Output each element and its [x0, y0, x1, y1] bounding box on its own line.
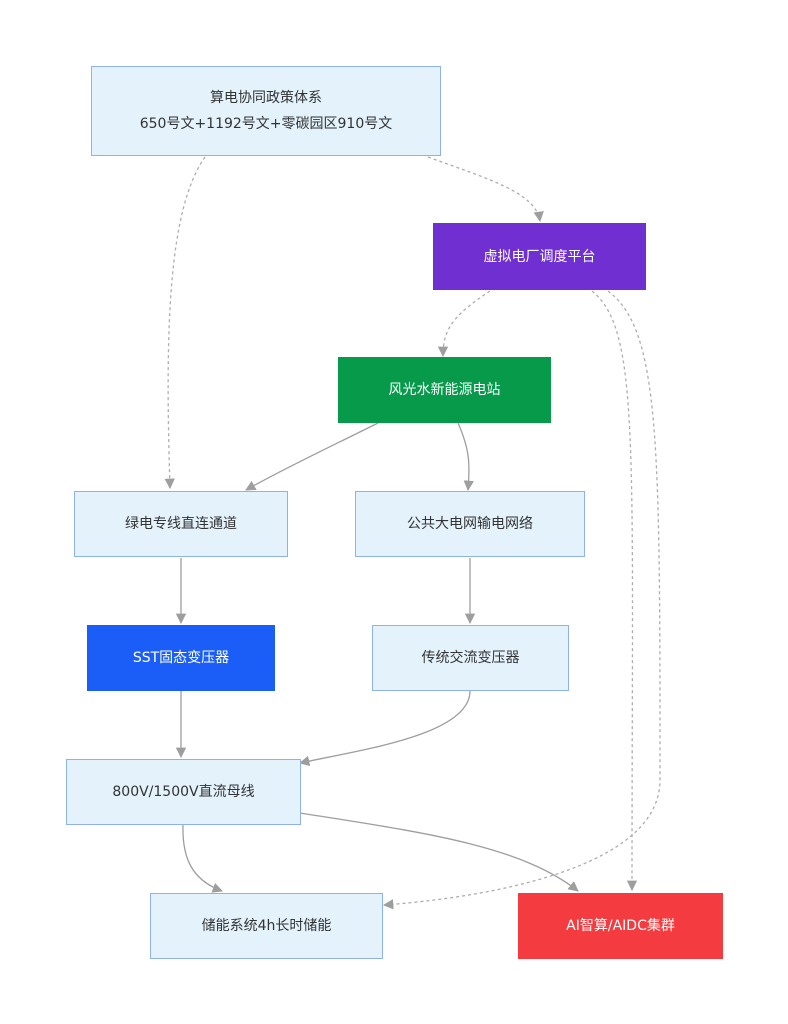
node-traditional-transformer-label: 传统交流变压器 [421, 650, 520, 666]
node-sst-label: SST固态变压器 [132, 650, 230, 666]
node-renewable-label: 风光水新能源电站 [388, 382, 501, 398]
node-policy-title: 算电协同政策体系 [210, 90, 322, 106]
node-dc-bus: 800V/1500V直流母线 [66, 759, 301, 825]
edge-policy-to-green-line [164, 156, 206, 490]
node-public-grid-label: 公共大电网输电网络 [407, 516, 533, 532]
node-ai-cluster: AI智算/AIDC集群 [518, 893, 723, 959]
edge-trad-transformer-to-dc-bus [298, 690, 471, 767]
node-renewable-plant: 风光水新能源电站 [338, 357, 551, 423]
node-green-line-channel: 绿电专线直连通道 [74, 491, 288, 557]
edge-renewable-to-public-grid [457, 422, 474, 492]
node-energy-storage-label: 储能系统4h长时储能 [201, 918, 332, 934]
node-vpp-label: 虚拟电厂调度平台 [483, 248, 596, 265]
edge-vpp-to-renewable [437, 290, 491, 358]
node-policy-documents: 650号文+1192号文+零碳园区910号文 [139, 116, 393, 132]
node-traditional-transformer: 传统交流变压器 [372, 625, 569, 691]
node-energy-storage: 储能系统4h长时储能 [150, 893, 383, 959]
node-policy-system: 算电协同政策体系 650号文+1192号文+零碳园区910号文 [91, 66, 441, 156]
node-ai-cluster-label: AI智算/AIDC集群 [566, 918, 675, 934]
node-public-grid: 公共大电网输电网络 [355, 491, 585, 557]
edge-dc-bus-to-storage [182, 824, 223, 893]
edge-vpp-to-storage [382, 290, 661, 910]
edge-vpp-to-ai-cluster [591, 290, 638, 892]
node-vpp-platform: 虚拟电厂调度平台 [433, 223, 646, 290]
node-dc-bus-label: 800V/1500V直流母线 [112, 784, 255, 800]
node-green-line-label: 绿电专线直连通道 [125, 516, 237, 532]
node-sst-transformer: SST固态变压器 [87, 625, 275, 691]
edge-policy-to-vpp [427, 156, 544, 223]
edge-dc-bus-to-ai-cluster [299, 812, 579, 892]
edge-renewable-to-green-line [245, 422, 379, 491]
